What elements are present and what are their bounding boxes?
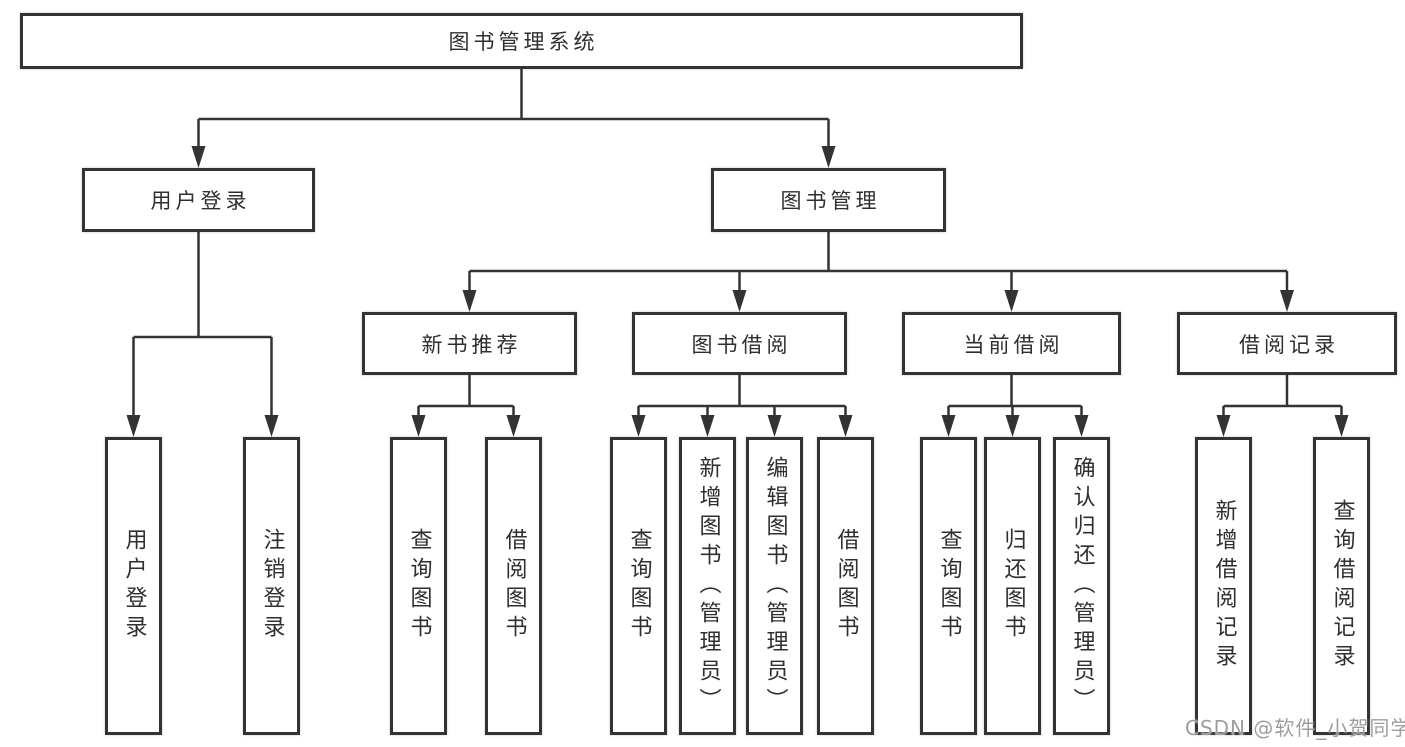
csdn-watermark: CSDN @软件_小贺同学 [1185,716,1405,740]
arrowhead [700,415,715,437]
connector-bookborrow-to-leaves [637,375,847,419]
node-label: 借阅图书 [833,528,859,644]
leaf-user-login: 用户登录 [105,437,162,735]
connector-bookmgmt-to-level3 [468,232,1289,294]
node-label: 查询图书 [626,528,652,644]
node-book-borrow: 图书借阅 [632,312,847,375]
leaf-records-add-record: 新增借阅记录 [1195,437,1252,735]
node-borrow-records: 借阅记录 [1177,312,1397,375]
node-label: 图书管理系统 [448,30,599,54]
arrowhead [126,415,141,437]
connector-root-to-level2 [197,69,830,150]
leaf-borrow-borrow-books: 借阅图书 [817,437,874,735]
node-label: 借阅图书 [501,528,527,644]
node-label: 图书借阅 [691,332,792,357]
node-label: 用户登录 [150,189,251,213]
arrowhead [767,415,782,437]
arrowhead [838,415,853,437]
node-label: 图书管理 [780,189,881,213]
node-label: 查询借阅记录 [1329,499,1355,673]
arrowhead [1334,415,1349,437]
leaf-borrow-query-books: 查询图书 [610,437,667,735]
arrowhead [941,415,956,437]
node-label: 编辑图书（管理员） [762,455,788,717]
node-label: 用户登录 [121,528,147,644]
arrowhead [1004,290,1019,312]
arrowhead [462,290,477,312]
node-label: 新增图书（管理员） [695,455,721,717]
arrowhead [821,146,836,168]
leaf-current-return-books: 归还图书 [984,437,1041,735]
leaf-current-query-books: 查询图书 [920,437,977,735]
node-root-system: 图书管理系统 [20,13,1023,69]
arrowhead [506,415,521,437]
node-label: 归还图书 [1000,528,1026,644]
node-label: 注销登录 [259,528,285,644]
arrowhead [631,415,646,437]
connector-userlogin-to-leaves [132,232,273,419]
arrowhead [1005,415,1020,437]
node-label: 借阅记录 [1239,332,1339,357]
node-label: 查询图书 [406,528,432,644]
leaf-logout: 注销登录 [243,437,300,735]
node-new-book-recommend: 新书推荐 [362,312,577,375]
node-current-borrow: 当前借阅 [902,312,1121,375]
leaf-current-confirm-return-admin: 确认归还（管理员） [1053,437,1110,735]
node-label: 确认归还（管理员） [1069,455,1095,717]
leaf-borrow-edit-books-admin: 编辑图书（管理员） [746,437,803,735]
leaf-borrow-add-books-admin: 新增图书（管理员） [679,437,736,735]
arrowhead [264,415,279,437]
node-user-login: 用户登录 [82,168,315,232]
arrowhead [1280,290,1294,312]
connector-records-to-leaves [1222,375,1343,419]
node-label: 新书推荐 [421,332,522,357]
node-label: 新增借阅记录 [1211,499,1237,673]
connector-newbookrec-to-leaves [417,375,515,419]
node-label: 当前借阅 [963,332,1064,357]
arrowhead [1074,415,1089,437]
leaf-newrec-query-books: 查询图书 [390,437,447,735]
node-book-management: 图书管理 [711,168,946,232]
arrowhead [1216,415,1231,437]
leaf-records-query-record: 查询借阅记录 [1313,437,1370,735]
leaf-newrec-borrow-books: 借阅图书 [485,437,542,735]
node-label: 查询图书 [936,528,962,644]
connector-currentborrow-to-leaves [947,375,1083,419]
arrowhead [191,146,206,168]
arrowhead [732,290,747,312]
arrowhead [411,415,426,437]
